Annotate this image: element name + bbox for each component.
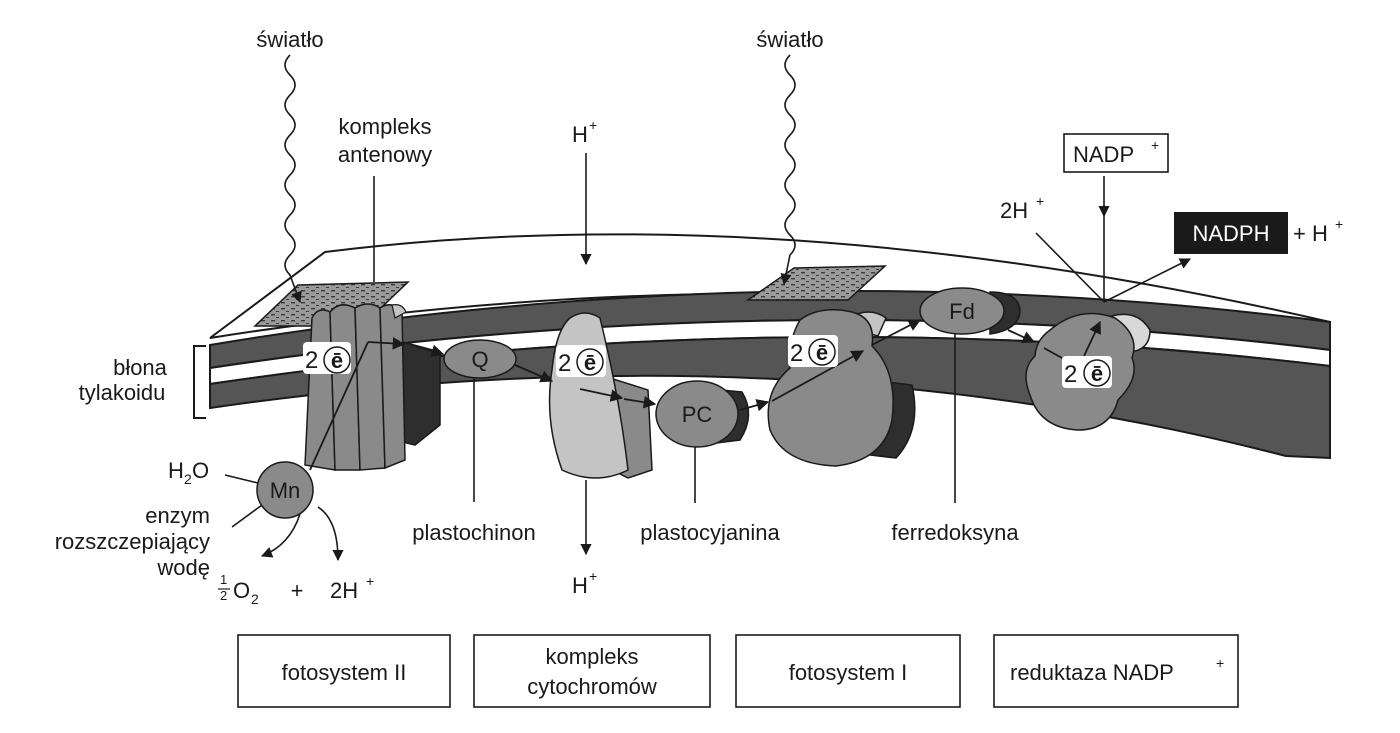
svg-text:2: 2 bbox=[790, 340, 803, 367]
fd-label: Fd bbox=[949, 299, 975, 324]
membrane-label-line1: błona bbox=[113, 355, 168, 380]
nadp-plus-box: NADP + bbox=[1063, 133, 1169, 173]
electron-badge-reductase: 2 ē bbox=[1062, 356, 1112, 388]
svg-text:fotosystem I: fotosystem I bbox=[789, 660, 908, 685]
mn-cluster bbox=[256, 461, 314, 519]
electron-path-to-pc bbox=[623, 395, 657, 409]
svg-text:2H: 2H bbox=[330, 578, 358, 603]
plus-sign: + bbox=[291, 578, 304, 603]
proton-label-top: H + bbox=[572, 117, 597, 147]
electron-path-mn bbox=[309, 341, 369, 471]
water-label: H 2 O bbox=[168, 458, 209, 487]
antenna-label-line1: kompleks bbox=[339, 114, 432, 139]
enzyme-label-line1: enzym bbox=[145, 503, 210, 528]
plastocyjanina-label: plastocyjanina bbox=[640, 520, 780, 545]
electron-path-q-out bbox=[514, 364, 554, 383]
svg-text:+: + bbox=[366, 573, 374, 589]
plastoquinone-q bbox=[443, 339, 517, 379]
svg-text:cytochromów: cytochromów bbox=[527, 674, 657, 699]
svg-text:+: + bbox=[1151, 137, 1159, 153]
svg-text:fotosystem II: fotosystem II bbox=[282, 660, 407, 685]
svg-text:2: 2 bbox=[220, 588, 227, 603]
nadph-label: NADPH + H + bbox=[1174, 212, 1343, 254]
enzyme-line bbox=[231, 504, 263, 528]
box-photosystem-i: fotosystem I bbox=[735, 634, 961, 708]
svg-text:+: + bbox=[1036, 193, 1044, 209]
ferredoxin-fd bbox=[919, 287, 1021, 335]
electron-badge-psii: 2 ē bbox=[303, 342, 351, 374]
svg-text:1: 1 bbox=[220, 572, 227, 587]
nadph-arrow bbox=[1103, 258, 1192, 303]
q-label: Q bbox=[471, 347, 488, 372]
electron-path-psii-top bbox=[367, 337, 406, 350]
svg-text:O: O bbox=[233, 578, 250, 603]
svg-text:NADP: NADP bbox=[1073, 142, 1134, 167]
proton-label-bottom: H + bbox=[572, 568, 597, 598]
svg-text:2: 2 bbox=[305, 347, 318, 374]
electron-path-cyt bbox=[579, 388, 624, 402]
antenna-label-line2: antenowy bbox=[338, 142, 432, 167]
two-h-plus-right-label: 2H + bbox=[1000, 193, 1044, 223]
svg-text:kompleks: kompleks bbox=[546, 644, 639, 669]
plastochinon-label: plastochinon bbox=[412, 520, 536, 545]
electron-path-fd-out bbox=[1007, 329, 1036, 343]
pc-label: PC bbox=[682, 402, 713, 427]
light-wave-left bbox=[284, 54, 302, 304]
svg-text:NADPH: NADPH bbox=[1192, 221, 1269, 246]
enzyme-label-line3: wodę bbox=[156, 555, 210, 580]
electron-path-psi bbox=[771, 350, 865, 402]
water-line bbox=[224, 474, 259, 484]
svg-text:ē: ē bbox=[584, 350, 596, 375]
svg-text:+: + bbox=[589, 117, 597, 133]
electron-path-to-q bbox=[411, 344, 445, 357]
svg-text:2: 2 bbox=[1064, 361, 1077, 388]
svg-text:+ H: + H bbox=[1293, 221, 1328, 246]
oxygen-arrow bbox=[260, 513, 301, 558]
ferredoksyna-label: ferredoksyna bbox=[891, 520, 1019, 545]
two-h-plus-left-label: 2H + bbox=[330, 573, 374, 603]
membrane-label-line2: tylakoidu bbox=[79, 380, 166, 405]
box-photosystem-ii: fotosystem II bbox=[237, 634, 451, 708]
light-wave-right bbox=[780, 54, 796, 286]
svg-text:2: 2 bbox=[184, 471, 192, 487]
electron-path-pc-psi bbox=[739, 399, 770, 412]
plastocyanin-pc bbox=[655, 380, 750, 448]
svg-text:2: 2 bbox=[558, 350, 571, 377]
svg-text:H: H bbox=[572, 122, 588, 147]
svg-text:reduktaza NADP: reduktaza NADP bbox=[1010, 660, 1174, 685]
svg-text:2H: 2H bbox=[1000, 198, 1028, 223]
electron-path-to-fd bbox=[871, 319, 922, 346]
light-label-right: światło bbox=[756, 27, 823, 52]
electron-badge-psi: 2 ē bbox=[788, 335, 838, 367]
svg-text:ē: ē bbox=[816, 340, 828, 365]
box-cytochrome-complex: kompleks cytochromów bbox=[473, 634, 711, 708]
svg-text:+: + bbox=[1216, 655, 1224, 671]
electron-path-reductase-up bbox=[1083, 320, 1101, 357]
light-label-left: światło bbox=[256, 27, 323, 52]
svg-text:+: + bbox=[1335, 216, 1343, 232]
antenna-complex-right bbox=[745, 265, 887, 301]
svg-text:ē: ē bbox=[1091, 361, 1103, 386]
electron-badge-cytochrome: 2 ē bbox=[556, 345, 606, 377]
proton-release-arrow bbox=[317, 506, 344, 562]
svg-text:+: + bbox=[589, 568, 597, 584]
electron-path-reductase-in bbox=[1043, 347, 1063, 359]
membrane-bracket bbox=[193, 345, 206, 419]
box-nadp-reductase: reduktaza NADP + bbox=[993, 634, 1239, 708]
oxygen-label: 1 2 O 2 bbox=[218, 572, 259, 607]
svg-text:2: 2 bbox=[251, 591, 259, 607]
two-h-arrow bbox=[1035, 232, 1105, 303]
svg-text:ē: ē bbox=[331, 348, 343, 373]
svg-text:H: H bbox=[168, 458, 184, 483]
mn-label: Mn bbox=[270, 478, 301, 503]
enzyme-label-line2: rozszczepiający bbox=[55, 529, 210, 554]
svg-text:H: H bbox=[572, 573, 588, 598]
svg-text:O: O bbox=[192, 458, 209, 483]
